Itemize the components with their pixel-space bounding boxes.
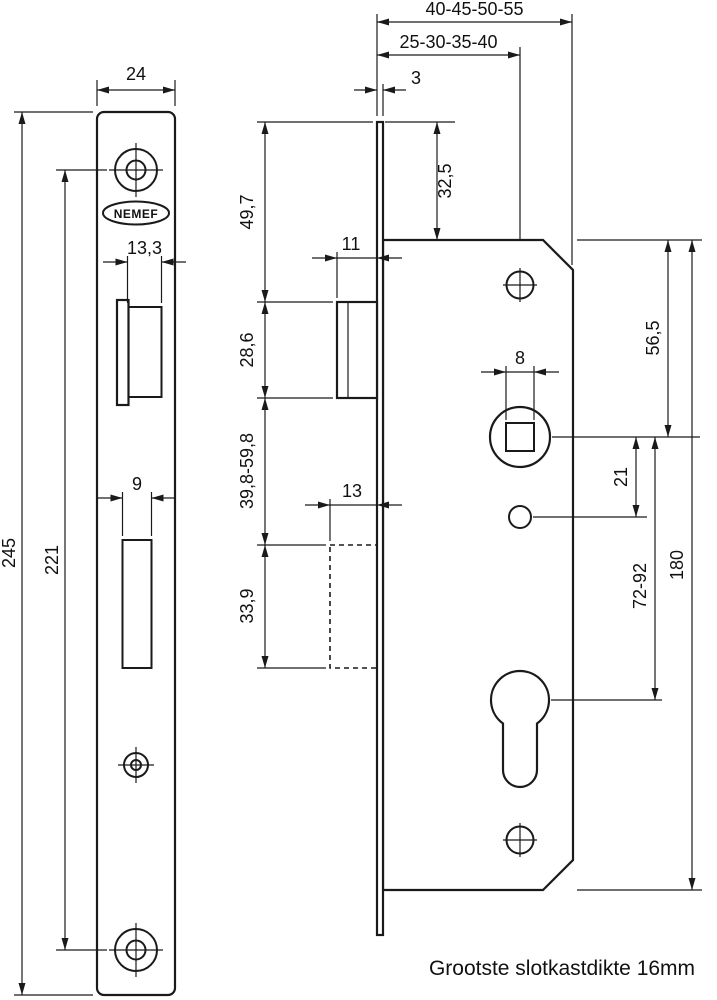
dim-faceplate-thickness: 3 (354, 68, 421, 116)
spindle-square-hole (505, 422, 535, 452)
faceplate-side (375, 120, 385, 937)
dim-label-spindle-square: 8 (515, 348, 525, 368)
dim-screw-hole-spacing: 221 (42, 169, 107, 951)
brand-logo: NEMEF (102, 200, 170, 226)
dim-spindle-square: 8 (481, 348, 559, 420)
dim-label-spindle-to-cylinder: 72-92 (630, 563, 650, 609)
dim-deadbolt-opening-width: 9 (98, 474, 176, 536)
screw-hole-bottom-front (109, 923, 163, 977)
latch-bolt-front (115, 298, 130, 407)
dim-spindle-to-cylinder: 72-92 (630, 437, 659, 700)
deadbolt-side-dashed (329, 544, 378, 669)
dim-label-latch-protrusion: 11 (342, 234, 361, 254)
screw-hole-top-front (109, 143, 163, 197)
dim-label-case-top-to-spindle: 56,5 (643, 320, 663, 355)
dim-label-top-to-latch: 49,7 (237, 194, 257, 229)
dim-label-case-depth: 40-45-50-55 (425, 0, 523, 19)
spindle-follower-hole (488, 405, 552, 469)
dim-top-to-case: 32,5 (385, 121, 455, 240)
dim-label-deadbolt-opening-width: 9 (132, 474, 142, 494)
dim-label-screw-hole-spacing: 221 (42, 545, 62, 575)
dim-label-backset: 25-30-35-40 (399, 32, 497, 52)
euro-cylinder-hole (489, 669, 551, 789)
dim-latch-opening-width: 13,3 (103, 238, 186, 303)
dim-label-case-height: 180 (667, 550, 687, 580)
dim-label-deadbolt-height: 33,9 (237, 588, 257, 623)
dim-faceplate-height: 245 (0, 111, 93, 996)
extension-lines-right (533, 239, 702, 891)
brand-label: NEMEF (114, 207, 159, 221)
dim-deadbolt-throw: 13 (305, 481, 402, 541)
dim-faceplate-width: 24 (96, 64, 176, 106)
dim-case-depth: 40-45-50-55 (376, 0, 573, 265)
pin-hole (508, 505, 532, 529)
screw-hole-middle-front (118, 747, 154, 783)
dim-label-faceplate-thickness: 3 (411, 68, 421, 88)
dim-label-top-to-case: 32,5 (435, 163, 455, 198)
dim-latch-protrusion: 11 (312, 234, 402, 298)
dim-label-deadbolt-throw: 13 (342, 481, 362, 501)
lock-case-outline (381, 238, 575, 892)
latch-bolt-side (335, 300, 379, 400)
dim-label-faceplate-width: 24 (126, 64, 146, 84)
deadbolt-opening-front (121, 539, 153, 669)
dim-label-latch-opening-width: 13,3 (127, 238, 162, 258)
footer-note: Grootste slotkastdikte 16mm (429, 957, 695, 980)
dim-case-top-to-spindle: 56,5 (643, 240, 672, 437)
front-view: NEMEF 13,3 9 (0, 64, 186, 997)
dim-label-spindle-to-pin: 21 (611, 467, 631, 487)
screw-hole-bottom-case (503, 823, 537, 857)
dim-spindle-to-pin: 21 (611, 437, 640, 517)
dim-chain-left: 49,7 28,6 39,8-59,8 33,9 (237, 121, 373, 669)
screw-hole-top-case (503, 268, 537, 302)
dim-label-latch-to-deadbolt: 39,8-59,8 (237, 433, 257, 509)
dim-label-faceplate-height: 245 (0, 538, 19, 568)
dim-label-latch-height: 28,6 (237, 332, 257, 367)
dim-backset: 25-30-35-40 (377, 32, 521, 240)
latch-opening-front (115, 298, 163, 407)
side-view: 40-45-50-55 25-30-35-40 3 49,7 28,6 39,8… (237, 0, 702, 937)
dim-case-height: 180 (667, 240, 696, 890)
